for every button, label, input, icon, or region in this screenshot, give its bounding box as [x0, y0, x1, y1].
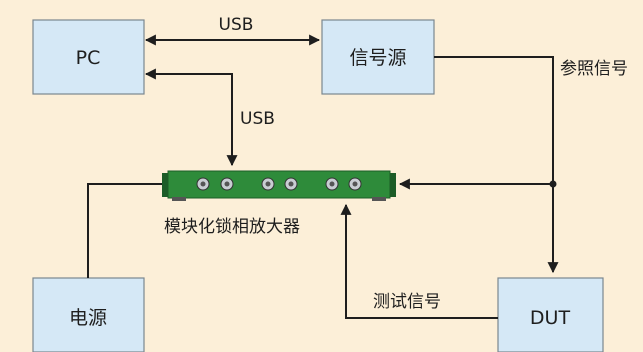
power-supply-connector: [88, 184, 162, 278]
connector-1: [197, 178, 209, 190]
power-supply-label: 电源: [69, 307, 107, 329]
lock-in-amplifier: [162, 171, 396, 201]
connector-2: [221, 178, 233, 190]
amplifier-foot-left: [172, 197, 186, 201]
connector-5: [326, 178, 338, 190]
connector-6: [349, 178, 361, 190]
usb-middle-label: USB: [240, 109, 275, 129]
signal-source-label: 信号源: [349, 47, 406, 69]
reference-signal-connector: [434, 57, 553, 272]
reference-signal-label: 参照信号: [560, 59, 628, 79]
test-signal-label: 测试信号: [373, 292, 441, 312]
usb-middle-connector: [146, 74, 232, 165]
dut-label: DUT: [530, 307, 571, 329]
junction-dot: [550, 181, 557, 188]
usb-top-label: USB: [219, 15, 254, 35]
pc-label: PC: [76, 47, 101, 69]
amplifier-foot-right: [372, 197, 386, 201]
lock-in-amplifier-label: 模块化锁相放大器: [164, 217, 300, 237]
connector-4: [285, 178, 297, 190]
connector-3: [262, 178, 274, 190]
